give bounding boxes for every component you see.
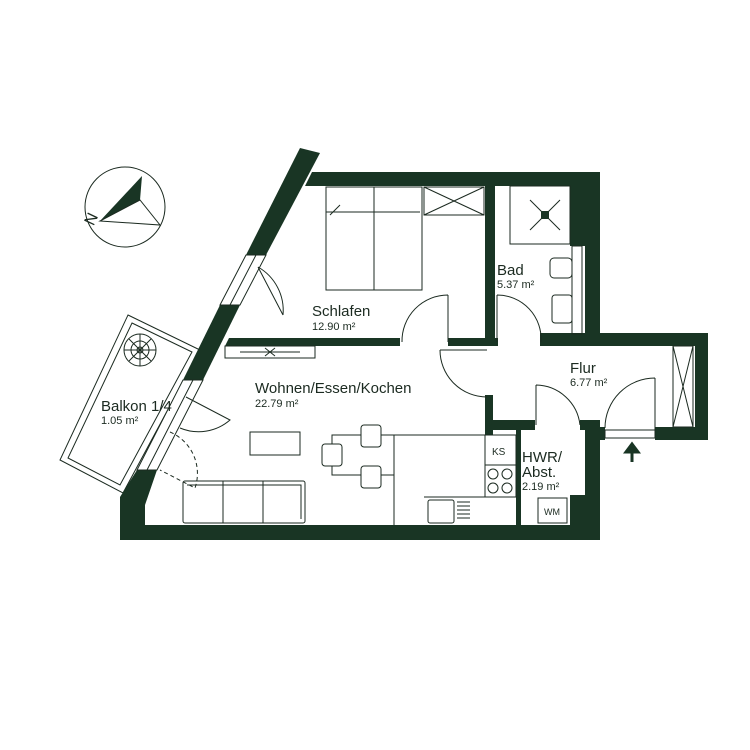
room-area-bad: 5.37 m² — [497, 279, 535, 291]
room-name-hwr-line1: HWR/ — [522, 449, 563, 466]
bedroom-window-sash — [257, 266, 284, 316]
fridge-label: KS — [492, 447, 506, 458]
washing-machine — [537, 497, 568, 524]
doors — [159, 266, 656, 489]
living-door — [439, 349, 488, 398]
bathroom-door — [496, 294, 542, 343]
room-area-wohnen: 22.79 m² — [255, 398, 299, 410]
compass-arrow-outline — [98, 199, 162, 226]
room-area-hwr: 2.19 m² — [522, 481, 560, 493]
room-name-bad: Bad — [497, 262, 524, 279]
compass-circle — [84, 166, 166, 248]
bathroom-sink — [551, 294, 573, 324]
room-name-balkon: Balkon 1/4 — [101, 398, 172, 415]
radiator — [224, 345, 316, 359]
north-arrow-icon — [100, 176, 142, 221]
kitchen-counter — [393, 434, 485, 525]
entrance-arrow-icon — [623, 441, 641, 462]
room-area-flur: 6.77 m² — [570, 377, 608, 389]
entrance-door — [604, 377, 656, 430]
shower — [509, 185, 571, 245]
sofa — [182, 480, 306, 524]
stove — [484, 464, 517, 498]
room-name-hwr-line2: Abst. — [522, 464, 556, 481]
chair — [321, 443, 343, 467]
coffee-table — [249, 431, 301, 456]
bedroom-door — [401, 294, 449, 343]
wardrobe — [423, 186, 485, 216]
room-area-balkon: 1.05 m² — [101, 415, 139, 427]
room-name-wohnen: Wohnen/Essen/Kochen — [255, 380, 412, 397]
walls — [120, 148, 708, 540]
compass-north-label: N — [82, 211, 102, 229]
chair — [360, 465, 382, 489]
washer-label: WM — [544, 507, 560, 517]
hwr-door — [535, 384, 581, 426]
windows — [136, 254, 316, 471]
chair — [360, 424, 382, 448]
toilet — [549, 257, 573, 279]
room-name-flur: Flur — [570, 360, 596, 377]
compass: N — [82, 166, 166, 248]
room-area-schlafen: 12.90 m² — [312, 321, 356, 333]
room-name-schlafen: Schlafen — [312, 303, 370, 320]
furniture — [182, 185, 694, 525]
plant-icon — [123, 333, 157, 367]
kitchen-sink — [427, 499, 455, 524]
hall-wardrobe — [672, 345, 694, 428]
balcony-door-leaf — [179, 396, 231, 433]
